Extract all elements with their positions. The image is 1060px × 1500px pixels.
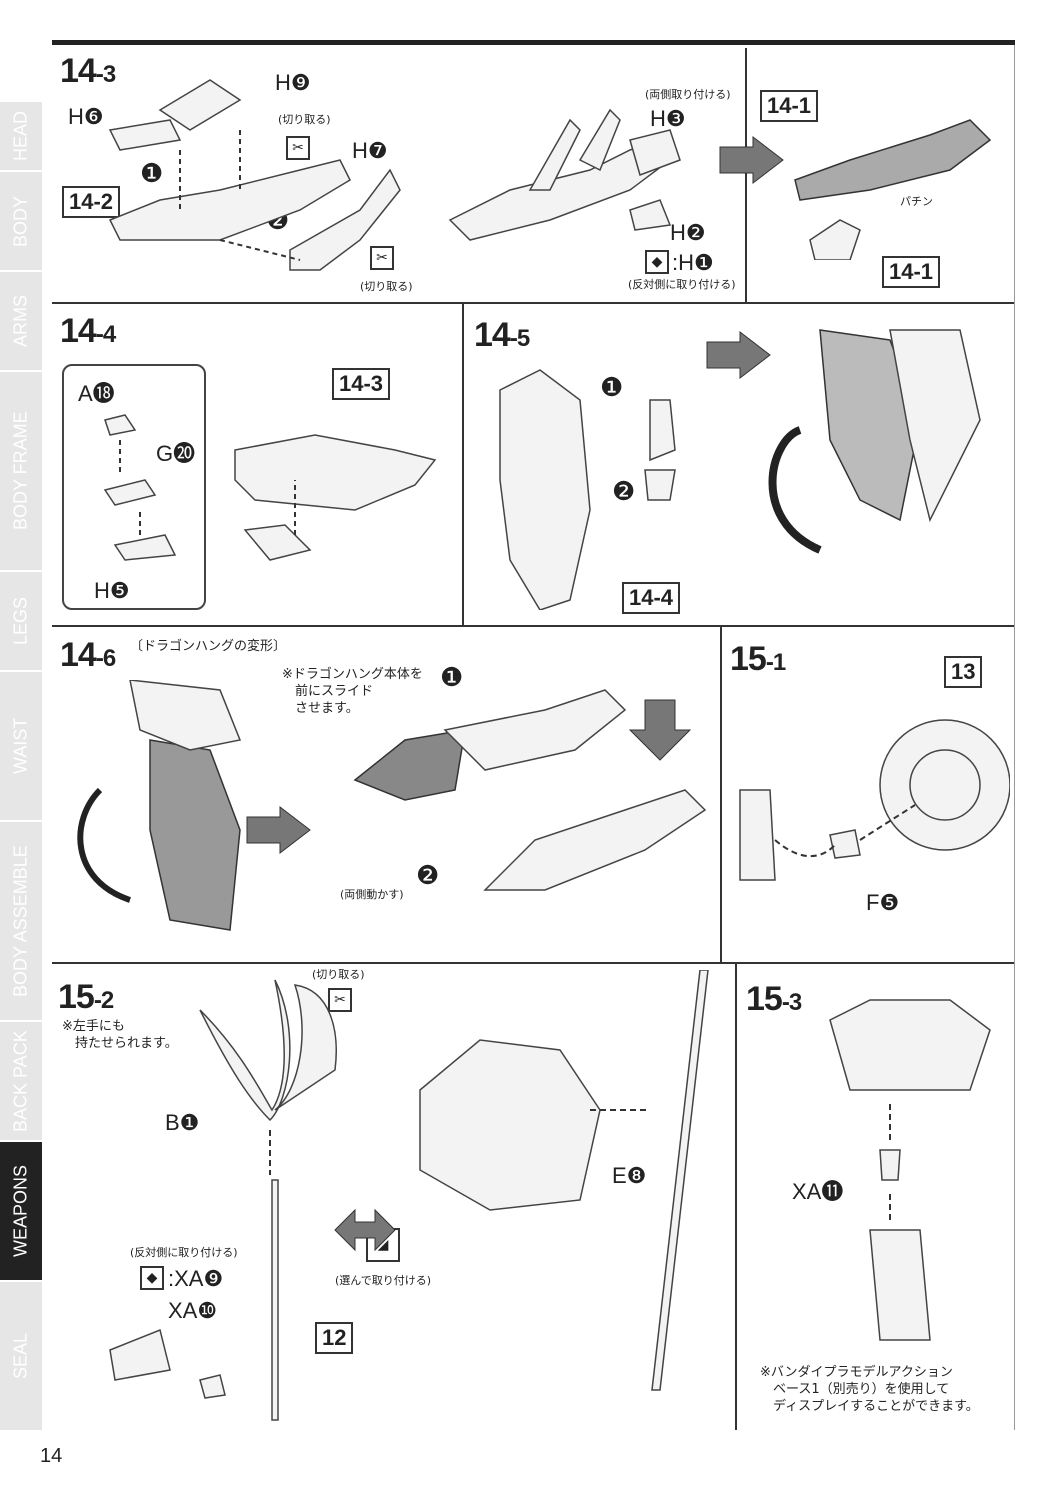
part-illustration [739, 719, 1010, 881]
cut-icon: ✂ [286, 136, 310, 160]
cut-note: (切り取る) [360, 280, 413, 293]
part-illustration [353, 689, 707, 891]
arrow-right-icon [706, 330, 771, 380]
step-15-3-title: 15-3 [746, 980, 802, 1018]
step-14-6-title: 14-6 [60, 636, 116, 674]
instruction-note: ※左手にも 持たせられます。 [62, 1019, 178, 1051]
part-illustration [794, 119, 992, 260]
tab-head[interactable]: HEAD [0, 100, 42, 170]
part-label: G⓴ [156, 441, 196, 466]
opposite-note: (反対側に取り付ける) [628, 278, 736, 291]
ref-box: 13 [944, 656, 983, 688]
divider [462, 304, 464, 625]
both-sides-note: (両側取り付ける) [645, 88, 731, 101]
cut-note: (切り取る) [278, 113, 331, 126]
cut-icon: ✂ [370, 246, 394, 270]
part-label: B❶ [165, 1110, 200, 1135]
tab-weapons[interactable]: WEAPONS [0, 1140, 42, 1280]
cut-icon: ✂ [328, 988, 352, 1012]
divider [735, 964, 737, 1430]
part-illustration [108, 79, 401, 271]
step-marker: ❷ [416, 860, 440, 890]
ref-box: 14-2 [62, 186, 121, 218]
mirror-icon: ◆ [140, 1266, 164, 1290]
part-illustration [109, 970, 709, 1421]
mirror-icon: ◆ [645, 250, 669, 274]
divider [52, 625, 1015, 627]
tab-body[interactable]: BODY [0, 170, 42, 270]
part-label: H❼ [352, 138, 388, 163]
cut-note: (切り取る) [312, 968, 365, 981]
opposite-note: (反対側に取り付ける) [130, 1246, 238, 1259]
step-14-4-title: 14-4 [60, 312, 116, 350]
part-label: H❸ [650, 106, 686, 131]
divider [745, 48, 747, 302]
click-note: パチン [900, 195, 933, 208]
part-label: :XA❾ [168, 1266, 224, 1291]
step-marker: ❷ [612, 476, 636, 506]
part-label: E❽ [612, 1163, 647, 1188]
ref-box: 14-1 [760, 90, 819, 122]
step-marker: ❶ [440, 662, 464, 692]
divider [52, 302, 1015, 304]
part-illustration [448, 108, 681, 241]
move-note: (両側動かす) [340, 888, 404, 901]
step-marker: ❶ [600, 372, 624, 402]
ref-box: 14-4 [622, 582, 681, 614]
part-label: F❺ [866, 890, 900, 915]
step-14-3-title: 14-3 [60, 52, 116, 90]
part-illustration [103, 414, 437, 561]
part-illustration [499, 369, 676, 610]
part-label: H❷ [670, 220, 706, 245]
top-rule [52, 40, 1015, 45]
step-15-1-title: 15-1 [730, 640, 786, 678]
page-number: 14 [40, 1445, 63, 1467]
ref-box: 14-3 [332, 368, 391, 400]
part-label: H❺ [94, 578, 130, 603]
display-note: ※バンダイプラモデルアクション ベース1（別売り）を使用して ディスプレイするこ… [760, 1365, 979, 1414]
ref-box: 14-1 [882, 256, 941, 288]
part-label: A⓲ [78, 381, 115, 406]
tab-arms[interactable]: ARMS [0, 270, 42, 370]
part-label: :H❶ [672, 250, 714, 275]
tab-body-frame[interactable]: BODY FRAME [0, 370, 42, 570]
part-illustration [77, 680, 242, 931]
ref-box: 12 [315, 1322, 354, 1354]
part-label: H❻ [68, 104, 104, 129]
instruction-note: ※ドラゴンハング本体を 前にスライド させます。 [282, 667, 423, 716]
arrow-right-icon [246, 805, 311, 855]
part-illustration [768, 329, 981, 554]
part-illustration [829, 999, 991, 1341]
tab-legs[interactable]: LEGS [0, 570, 42, 670]
choose-note: (選んで取り付ける) [335, 1274, 432, 1287]
divider [720, 627, 722, 962]
step-15-2-title: 15-2 [58, 978, 114, 1016]
step-14-5-title: 14-5 [474, 316, 530, 354]
divider [52, 962, 1015, 964]
tab-waist[interactable]: WAIST [0, 670, 42, 820]
part-label: H❾ [275, 70, 311, 95]
tab-seal[interactable]: SEAL [0, 1280, 42, 1430]
step-subtitle: 〔ドラゴンハングの変形〕 [130, 639, 287, 654]
tab-back-pack[interactable]: BACK PACK [0, 1020, 42, 1140]
tab-body-assemble[interactable]: BODY ASSEMBLE [0, 820, 42, 1020]
step-marker: ❶ [140, 158, 164, 188]
subassembly-box [62, 364, 206, 610]
arrow-right-icon [719, 135, 784, 185]
part-label: XA❿ [168, 1298, 218, 1323]
divider [1014, 45, 1015, 1430]
part-label: XA⓫ [792, 1179, 844, 1204]
